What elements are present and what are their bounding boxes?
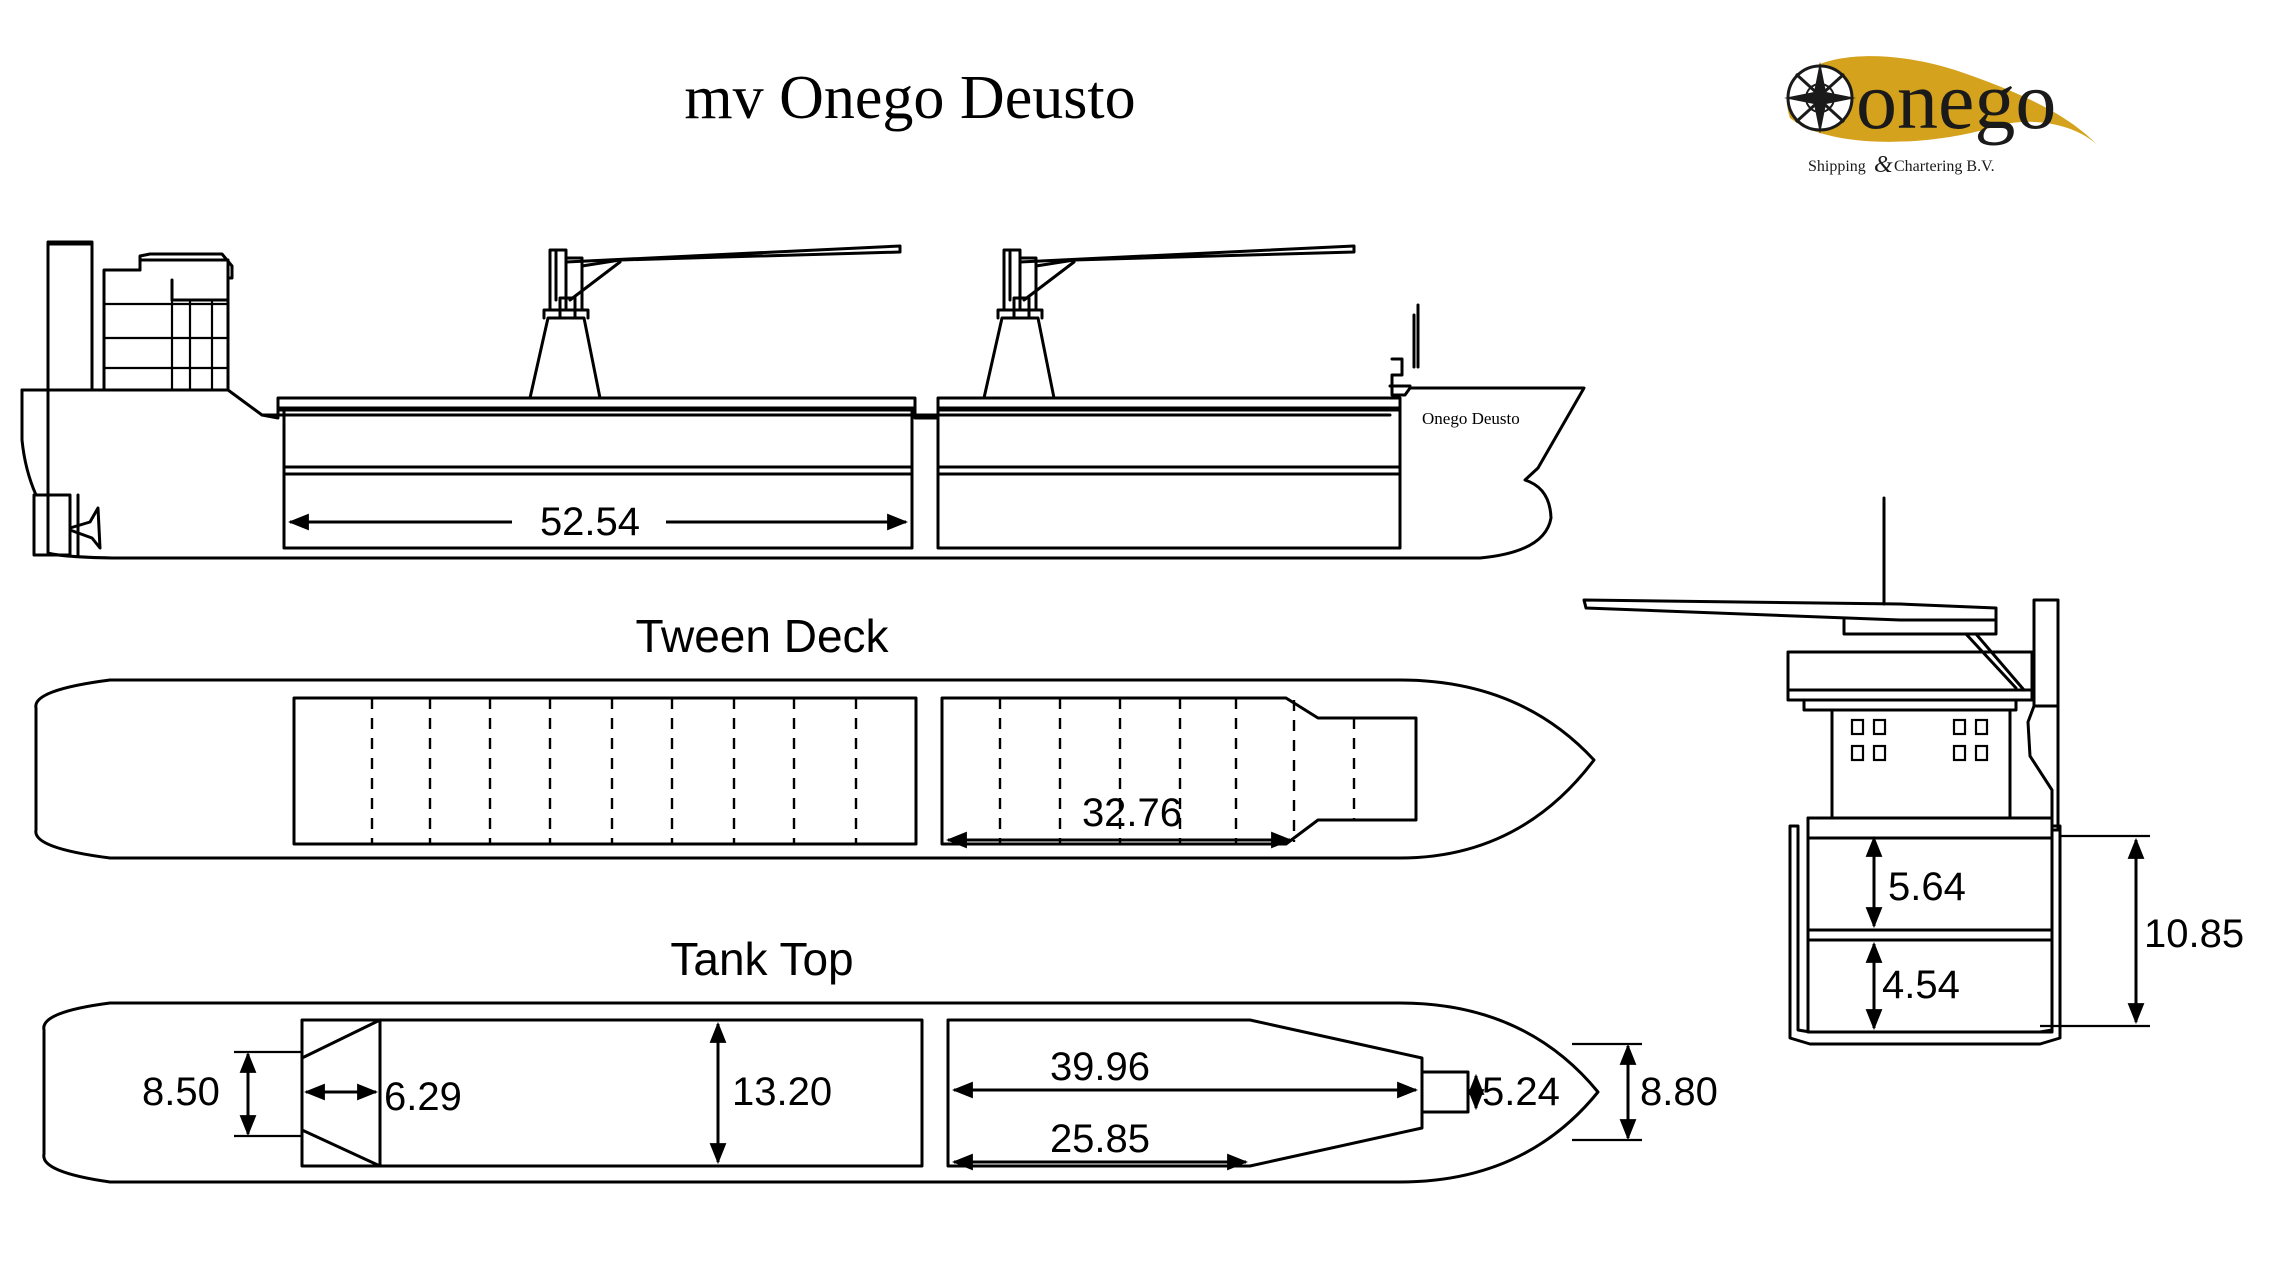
crane-aft bbox=[528, 244, 902, 400]
dim-tank-taper-aft: 6.29 bbox=[384, 1075, 462, 1119]
dim-tank-length-hold2-bottom: 25.85 bbox=[1050, 1117, 1150, 1161]
dim-tank-width-fwd: 8.80 bbox=[1640, 1070, 1718, 1114]
compass-rose-icon bbox=[1784, 62, 1856, 134]
tween-deck-heading: Tween Deck bbox=[635, 610, 889, 662]
side-elevation: Onego Deusto 52.54 bbox=[20, 240, 1586, 560]
dim-tween-hold2: 32.76 bbox=[1082, 791, 1182, 835]
logo-tagline-left: Shipping bbox=[1808, 158, 1866, 175]
dim-tank-width-aft: 8.50 bbox=[142, 1070, 220, 1114]
logo-tagline-amp: & bbox=[1874, 152, 1893, 178]
dim-section-upper-height: 5.64 bbox=[1888, 865, 1966, 909]
hull-name-label: Onego Deusto bbox=[1422, 409, 1520, 428]
dim-section-lower-height: 4.54 bbox=[1882, 963, 1960, 1007]
midship-section: 5.64 4.54 10.85 bbox=[1582, 496, 2244, 1046]
tween-deck-plan: Tween Deck 32.76 bbox=[34, 610, 1596, 860]
section-windows bbox=[1850, 718, 1989, 762]
tank-top-heading: Tank Top bbox=[670, 933, 853, 985]
crane-fwd bbox=[982, 244, 1356, 400]
dim-section-total-height: 10.85 bbox=[2144, 912, 2244, 956]
dim-tank-end-width: 5.24 bbox=[1482, 1070, 1560, 1114]
logo-swoosh bbox=[1787, 56, 2100, 148]
tween-deck-panel-lines bbox=[370, 698, 1356, 844]
logo-wordmark: onego bbox=[1856, 55, 2056, 146]
dim-hold-length-side: 52.54 bbox=[540, 500, 640, 544]
dim-tank-length-hold2-top: 39.96 bbox=[1050, 1045, 1150, 1089]
tank-top-plan: Tank Top 8.50 6.29 13.20 39.96 25.85 5.2… bbox=[42, 933, 1718, 1184]
onego-logo: onego Shipping & Chartering B.V. bbox=[1784, 55, 2100, 178]
drawing-title: mv Onego Deusto bbox=[684, 64, 1135, 132]
dim-tank-width-hold1: 13.20 bbox=[732, 1070, 832, 1114]
logo-tagline-right: Chartering B.V. bbox=[1894, 158, 1995, 175]
